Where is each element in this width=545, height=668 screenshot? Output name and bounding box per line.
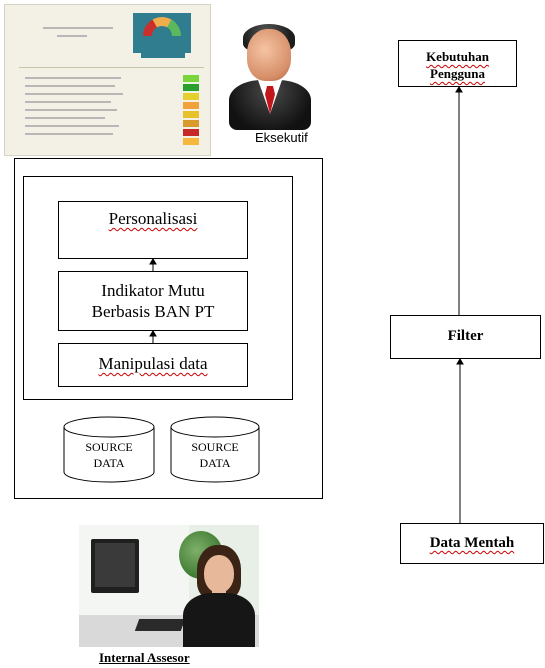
dashboard-header-line: [57, 35, 87, 37]
dashboard-row-text: [25, 101, 111, 103]
arrowhead-kebutuhan: [455, 86, 463, 93]
data-mentah-box: Data Mentah: [400, 523, 544, 564]
status-cell: [183, 129, 199, 136]
assessor-photo: [79, 525, 259, 647]
source-data-cylinder-1: [63, 416, 155, 483]
dashboard-row-text: [25, 133, 113, 135]
manipulasi-label: Manipulasi data: [98, 354, 208, 373]
dashboard-rule: [19, 67, 204, 68]
filter-box: Filter: [390, 315, 541, 359]
dashboard-header-line: [43, 27, 113, 29]
status-cell: [183, 102, 199, 109]
status-cell: [183, 111, 199, 118]
dashboard-row-text: [25, 85, 115, 87]
status-cell: [183, 84, 199, 91]
source-data-cylinder-2: [170, 416, 260, 483]
dashboard-row-text: [25, 93, 123, 95]
keyboard-icon: [134, 619, 186, 631]
status-cell: [183, 75, 199, 82]
arrowhead-filter: [456, 358, 464, 365]
kebutuhan-label-line1: Kebutuhan: [426, 49, 489, 64]
arrowhead-indikator: [149, 330, 157, 337]
personalisasi-box: Personalisasi: [58, 201, 248, 259]
data-mentah-label: Data Mentah: [429, 535, 515, 551]
source-data-2-line1: SOURCE: [191, 440, 239, 454]
dashboard-row-text: [25, 77, 121, 79]
source-data-2-line2: DATA: [199, 456, 231, 470]
indikator-label-line1: Indikator Mutu: [101, 281, 205, 300]
status-cell: [183, 120, 199, 127]
arrowhead-personalisasi: [149, 258, 157, 265]
kebutuhan-label-line2: Pengguna: [430, 66, 485, 81]
dashboard-thumbnail: [4, 4, 211, 156]
manipulasi-box: Manipulasi data: [58, 343, 248, 387]
executive-tie: [265, 86, 275, 114]
kebutuhan-box: Kebutuhan Pengguna: [398, 40, 517, 87]
source-data-1-line1: SOURCE: [85, 440, 133, 454]
gauge-icon: [141, 17, 185, 58]
assessor-person-icon: [204, 555, 234, 593]
executive-person-icon: [247, 29, 291, 81]
executive-label: Eksekutif: [255, 130, 308, 145]
source-data-1-line2: DATA: [93, 456, 125, 470]
status-cell: [183, 93, 199, 100]
dashboard-row-text: [25, 109, 117, 111]
dashboard-row-text: [25, 125, 119, 127]
status-cell: [183, 138, 199, 145]
assessor-label: Internal Assesor: [99, 650, 190, 665]
personalisasi-label: Personalisasi: [108, 209, 198, 228]
indikator-label-line2: Berbasis BAN PT: [91, 302, 215, 321]
filter-label: Filter: [447, 328, 484, 344]
dashboard-row-text: [25, 117, 105, 119]
indikator-box: Indikator Mutu Berbasis BAN PT: [58, 271, 248, 331]
